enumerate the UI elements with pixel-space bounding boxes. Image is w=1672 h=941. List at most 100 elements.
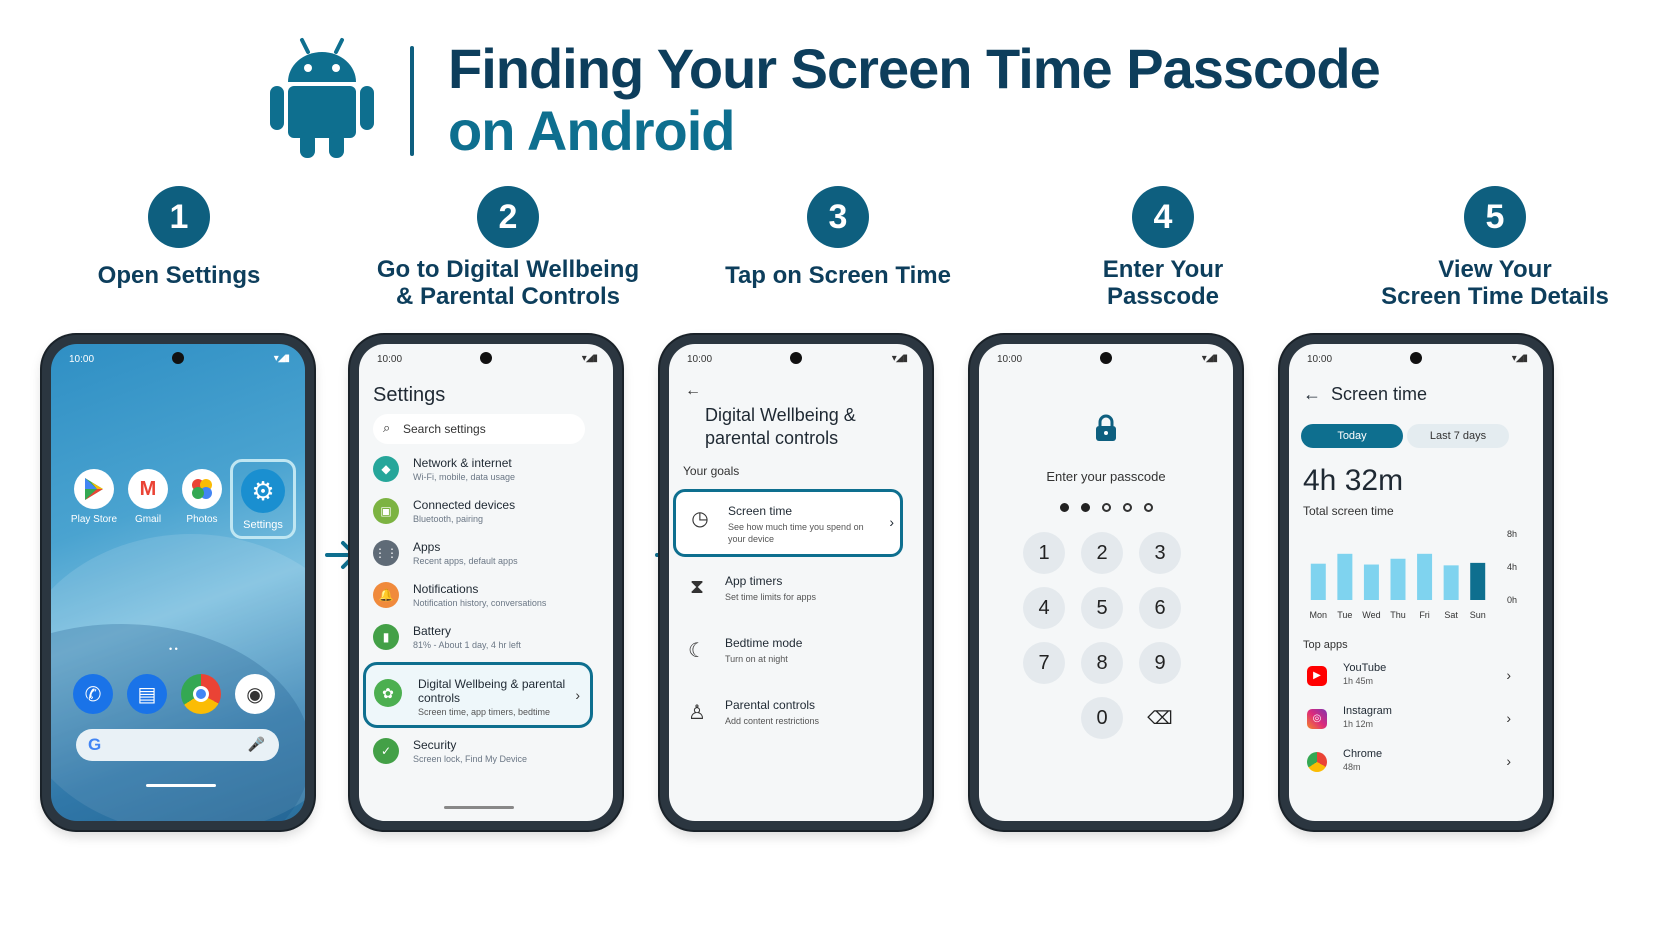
range-tabs: Today Last 7 days bbox=[1301, 424, 1513, 448]
battery-icon: ▮ bbox=[373, 624, 399, 650]
keypad-key-2[interactable]: 2 bbox=[1081, 532, 1123, 574]
settings-item-notifications[interactable]: 🔔 Notifications Notification history, co… bbox=[373, 578, 595, 618]
keypad-key-0[interactable]: 0 bbox=[1081, 697, 1123, 739]
play-store-icon bbox=[74, 469, 114, 509]
keypad-key-6[interactable]: 6 bbox=[1139, 587, 1181, 629]
settings-screen: 10:00 ▾◢▮ Settings ⌕ Search settings ◆ N… bbox=[359, 344, 613, 821]
photos-icon bbox=[182, 469, 222, 509]
page-indicator: • • bbox=[169, 644, 178, 654]
bell-icon: 🔔 bbox=[373, 582, 399, 608]
status-time: 10:00 bbox=[69, 354, 95, 365]
signal-battery-icon: ▾◢▮ bbox=[581, 353, 598, 364]
settings-item-battery[interactable]: ▮ Battery 81% - About 1 day, 4 hr left bbox=[373, 620, 595, 660]
status-bar: 10:00 ▾◢▮ bbox=[669, 344, 923, 372]
back-arrow-icon[interactable]: ← bbox=[685, 382, 701, 399]
camera-cutout bbox=[172, 352, 184, 364]
chrome-icon[interactable] bbox=[181, 674, 221, 714]
chart-bar bbox=[1443, 565, 1459, 600]
app-settings[interactable]: ⚙ Settings bbox=[230, 459, 296, 539]
status-bar: 10:00 ▾◢▮ bbox=[51, 344, 305, 372]
clock-icon: ◷ bbox=[691, 508, 709, 530]
status-time: 10:00 bbox=[1307, 354, 1333, 365]
section-label: Your goals bbox=[683, 464, 740, 478]
total-time-label: Total screen time bbox=[1303, 504, 1394, 518]
messages-icon[interactable]: ▤ bbox=[127, 674, 167, 714]
app-name: Chrome bbox=[1343, 748, 1383, 760]
item-title: Connected devices bbox=[413, 498, 516, 512]
step-number: 4 bbox=[1132, 186, 1194, 248]
item-title: Notifications bbox=[413, 582, 479, 596]
phone-home: 10:00 ▾◢▮ Play Store M Gmail Photos ⚙ Se… bbox=[42, 335, 314, 830]
screen-time-screen: 10:00 ▾◢▮ ←Screen time Today Last 7 days… bbox=[1289, 344, 1543, 821]
status-bar: 10:00 ▾◢▮ bbox=[1289, 344, 1543, 372]
search-placeholder: Search settings bbox=[403, 422, 486, 436]
keypad-key-8[interactable]: 8 bbox=[1081, 642, 1123, 684]
nav-handle[interactable] bbox=[444, 806, 514, 809]
item-title: Security bbox=[413, 738, 457, 752]
passcode-dot bbox=[1059, 503, 1069, 512]
home-screen: 10:00 ▾◢▮ Play Store M Gmail Photos ⚙ Se… bbox=[51, 344, 305, 821]
app-time: 1h 12m bbox=[1343, 719, 1374, 729]
screen-time-highlight[interactable]: ◷ Screen time See how much time you spen… bbox=[673, 489, 903, 557]
hourglass-icon: ⧗ bbox=[689, 576, 705, 598]
top-app-instagram[interactable]: ◎ Instagram 1h 12m › bbox=[1303, 705, 1513, 741]
chevron-right-icon: › bbox=[889, 514, 894, 530]
settings-item-network[interactable]: ◆ Network & internet Wi-Fi, mobile, data… bbox=[373, 452, 595, 492]
item-subtitle: Turn on at night bbox=[725, 654, 788, 664]
top-app-chrome[interactable]: Chrome 48m › bbox=[1303, 748, 1513, 784]
chart-bar bbox=[1310, 563, 1326, 600]
step-3: 3 Tap on Screen Time bbox=[688, 186, 988, 289]
chevron-right-icon: › bbox=[575, 687, 580, 703]
devices-icon: ▣ bbox=[373, 498, 399, 524]
step-label: Enter Your Passcode bbox=[1102, 256, 1224, 310]
chart-bar bbox=[1337, 553, 1353, 600]
signal-battery-icon: ▾◢▮ bbox=[891, 353, 908, 364]
keypad-key-9[interactable]: 9 bbox=[1139, 642, 1181, 684]
y-tick-label: 0h bbox=[1507, 595, 1517, 605]
wellbeing-item-screen-time[interactable]: ◷ Screen time See how much time you spen… bbox=[686, 502, 896, 552]
google-search-bar[interactable]: G 🎤 bbox=[76, 729, 279, 761]
passcode-dot bbox=[1143, 503, 1153, 512]
keypad-key-7[interactable]: 7 bbox=[1023, 642, 1065, 684]
app-play-store[interactable]: Play Store bbox=[69, 469, 119, 525]
wellbeing-item-app-timers[interactable]: ⧗ App timers Set time limits for apps bbox=[683, 572, 893, 622]
step-number: 2 bbox=[477, 186, 539, 248]
settings-item-digital-wellbeing[interactable]: ✿ Digital Wellbeing & parental controls … bbox=[363, 662, 593, 728]
app-photos[interactable]: Photos bbox=[177, 469, 227, 525]
settings-item-security[interactable]: ✓ Security Screen lock, Find My Device bbox=[373, 734, 595, 774]
keypad-key-4[interactable]: 4 bbox=[1023, 587, 1065, 629]
app-label: Play Store bbox=[70, 514, 118, 525]
app-name: YouTube bbox=[1343, 662, 1387, 674]
moon-icon: ☾ bbox=[688, 640, 706, 662]
tab-last-7-days[interactable]: Last 7 days bbox=[1407, 424, 1509, 448]
page-title: ←Screen time bbox=[1303, 384, 1427, 405]
keypad-key-5[interactable]: 5 bbox=[1081, 587, 1123, 629]
tab-today[interactable]: Today bbox=[1301, 424, 1403, 448]
phone-icon[interactable]: ✆ bbox=[73, 674, 113, 714]
wellbeing-item-bedtime[interactable]: ☾ Bedtime mode Turn on at night bbox=[683, 634, 893, 684]
app-gmail[interactable]: M Gmail bbox=[123, 469, 173, 525]
step-number: 1 bbox=[148, 186, 210, 248]
search-input[interactable]: ⌕ Search settings bbox=[373, 414, 585, 444]
top-app-youtube[interactable]: ▶ YouTube 1h 45m › bbox=[1303, 662, 1513, 698]
back-arrow-icon[interactable]: ← bbox=[1303, 384, 1321, 404]
camera-icon[interactable]: ◉ bbox=[235, 674, 275, 714]
nav-handle[interactable] bbox=[146, 784, 216, 787]
passcode-dots bbox=[979, 499, 1233, 517]
item-subtitle: Screen time, app timers, bedtime bbox=[418, 707, 551, 717]
apps-grid-icon: ⋮⋮ bbox=[373, 540, 399, 566]
item-title: Bedtime mode bbox=[725, 636, 803, 650]
item-title: Apps bbox=[413, 540, 441, 554]
signal-battery-icon: ▾◢▮ bbox=[273, 353, 290, 364]
backspace-icon[interactable]: ⌫ bbox=[1147, 708, 1173, 728]
settings-item-connected[interactable]: ▣ Connected devices Bluetooth, pairing bbox=[373, 494, 595, 534]
lock-icon bbox=[1096, 414, 1116, 441]
mic-icon[interactable]: 🎤 bbox=[247, 736, 265, 752]
settings-item-apps[interactable]: ⋮⋮ Apps Recent apps, default apps bbox=[373, 536, 595, 576]
keypad-key-3[interactable]: 3 bbox=[1139, 532, 1181, 574]
step-2: 2 Go to Digital Wellbeing & Parental Con… bbox=[353, 186, 663, 310]
item-subtitle: Set time limits for apps bbox=[725, 592, 817, 602]
youtube-icon: ▶ bbox=[1307, 666, 1327, 686]
wellbeing-item-parental[interactable]: ♙ Parental controls Add content restrict… bbox=[683, 696, 893, 746]
keypad-key-1[interactable]: 1 bbox=[1023, 532, 1065, 574]
